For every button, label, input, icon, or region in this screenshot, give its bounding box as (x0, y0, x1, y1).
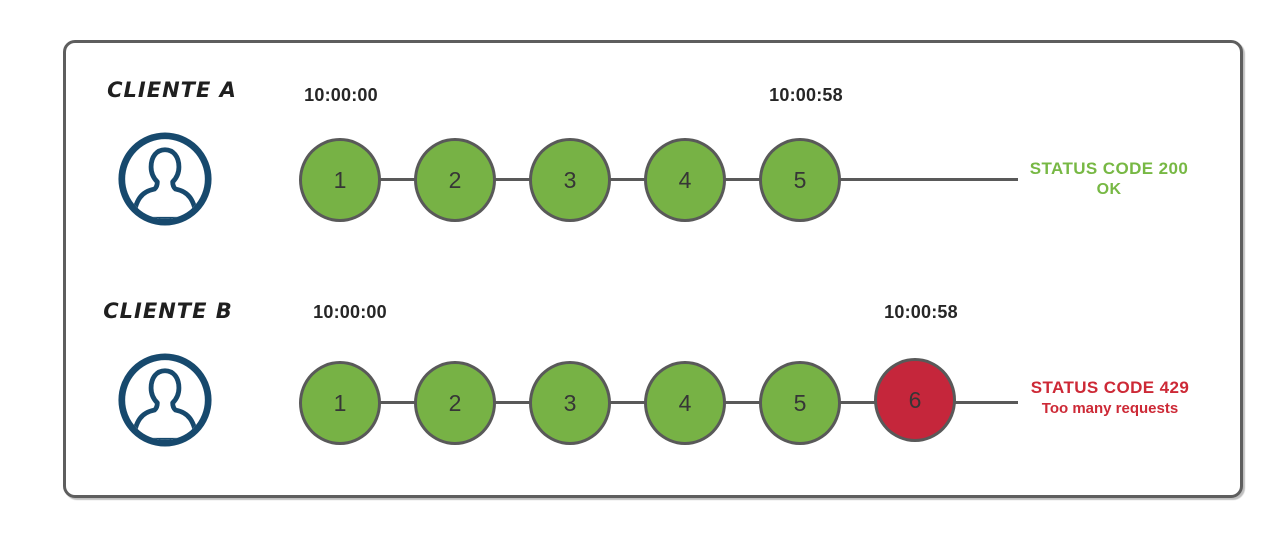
timestamp-start-a: 10:00:00 (304, 85, 378, 105)
timestamp-end-a: 10:00:58 (769, 85, 843, 105)
request-node-a1: 1 (299, 138, 381, 222)
status-text-b: Too many requests (1041, 400, 1179, 417)
request-node-a4: 4 (644, 138, 726, 222)
request-node-b1: 1 (299, 361, 381, 445)
timestamp-start-b: 10:00:00 (313, 302, 387, 322)
request-node-b3: 3 (529, 361, 611, 445)
request-node-b2: 2 (414, 361, 496, 445)
client-a-label: CLIENTE A (107, 78, 237, 102)
request-node-a5: 5 (759, 138, 841, 222)
status-label-a: STATUS CODE 200 OK (1014, 158, 1204, 200)
client-b-label: CLIENTE B (103, 299, 233, 323)
status-code-b: STATUS CODE 429 (1030, 378, 1190, 397)
user-avatar-icon (117, 131, 213, 227)
user-avatar-icon (117, 352, 213, 448)
status-text-a: OK (1096, 181, 1122, 198)
status-code-a: STATUS CODE 200 (1029, 159, 1189, 178)
status-label-b: STATUS CODE 429 Too many requests (1015, 377, 1205, 419)
request-node-b5: 5 (759, 361, 841, 445)
request-node-a2: 2 (414, 138, 496, 222)
timestamp-end-b: 10:00:58 (884, 302, 958, 322)
request-node-a3: 3 (529, 138, 611, 222)
request-node-b4: 4 (644, 361, 726, 445)
request-node-b6-blocked: 6 (874, 358, 956, 442)
